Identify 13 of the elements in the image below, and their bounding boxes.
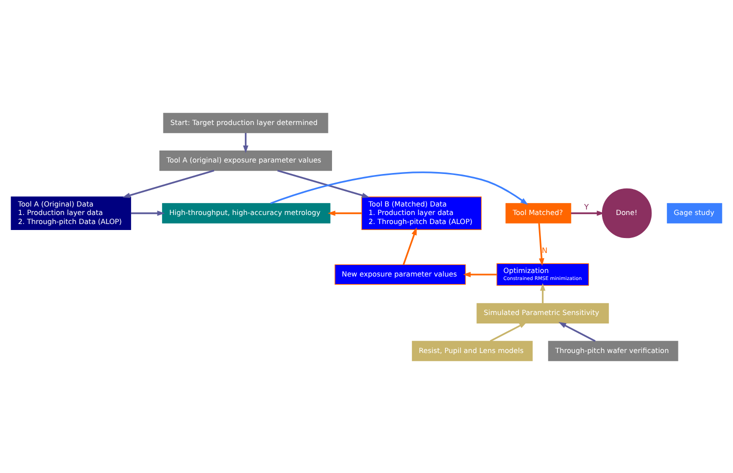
arrow bbox=[122, 169, 214, 198]
arrow bbox=[243, 132, 248, 153]
arrow bbox=[538, 222, 544, 266]
arrow bbox=[540, 282, 546, 303]
arrow bbox=[328, 210, 362, 216]
arrow bbox=[558, 322, 596, 342]
arrow bbox=[402, 226, 417, 264]
arrow bbox=[277, 169, 370, 198]
arrow bbox=[463, 271, 497, 277]
arrow bbox=[490, 322, 527, 342]
arrow bbox=[130, 210, 165, 216]
arrow bbox=[571, 210, 604, 216]
arrow bbox=[270, 171, 528, 204]
